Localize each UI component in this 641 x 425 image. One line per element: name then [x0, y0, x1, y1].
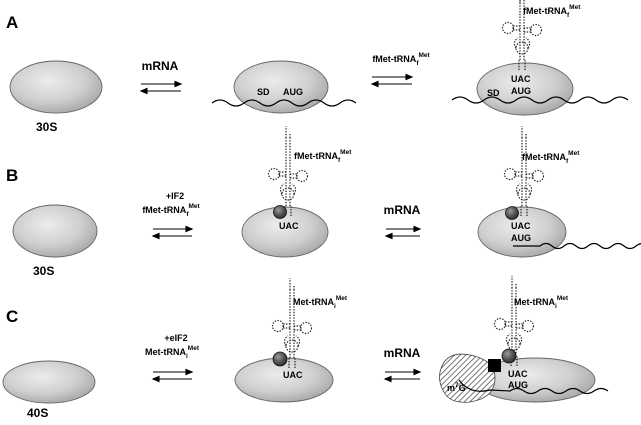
mrna-strand	[458, 379, 609, 395]
cap-label: m7G	[447, 382, 466, 393]
equilibrium-arrows	[151, 368, 194, 383]
step-label-trna: Met-tRNAiMet	[145, 345, 200, 360]
equilibrium-arrows	[370, 73, 414, 88]
start-codon-label: AUG	[283, 87, 303, 97]
panel-b: B 30S +IF2 fMet-tRNAfMet fMet-tRNAfMet U…	[6, 125, 641, 278]
trna-name-label: fMet-tRNAfMet	[523, 4, 581, 19]
shine-dalgarno-label: SD	[487, 88, 500, 98]
mrna-strand	[211, 99, 357, 107]
shine-dalgarno-label: SD	[257, 87, 270, 97]
anticodon-label: UAC	[279, 221, 299, 231]
trna-name-label: Met-tRNAiMet	[293, 295, 348, 310]
panel-a: A 30S mRNA SD AUG fMet-tRNAfMet fMet-tRN…	[6, 0, 629, 134]
small-subunit-30s	[9, 60, 103, 114]
step-label-mrna: mRNA	[142, 59, 179, 73]
initiator-trna	[267, 125, 309, 217]
panel-c-letter: C	[6, 307, 18, 326]
small-subunit-30s	[477, 206, 567, 258]
cap-binding-complex	[439, 353, 496, 403]
trna-name-label: fMet-tRNAfMet	[522, 150, 580, 165]
start-codon-label: AUG	[508, 380, 528, 390]
eif2-factor	[272, 351, 288, 367]
if2-factor	[505, 206, 519, 220]
anticodon-label: UAC	[283, 370, 303, 380]
equilibrium-arrows	[384, 225, 422, 240]
panel-a-letter: A	[6, 13, 18, 32]
step-label-trna: fMet-tRNAfMet	[372, 52, 430, 67]
subunit-label-30s: 30S	[33, 264, 54, 278]
anticodon-label: UAC	[511, 74, 531, 84]
equilibrium-arrows	[383, 368, 422, 383]
initiator-trna	[503, 125, 545, 217]
trna-name-label: fMet-tRNAfMet	[294, 149, 352, 164]
small-subunit-30s	[233, 60, 329, 114]
mrna-strand	[451, 96, 629, 104]
step-label-mrna: mRNA	[384, 203, 421, 217]
anticodon-label: UAC	[508, 369, 528, 379]
panel-c: C 40S +eIF2 Met-tRNAiMet Met-tRNAiMet UA…	[2, 275, 609, 420]
initiation-factor-square	[488, 359, 501, 372]
subunit-label-30s: 30S	[36, 120, 57, 134]
start-codon-label: AUG	[511, 86, 531, 96]
small-subunit-40s	[2, 360, 96, 404]
trna-name-label: Met-tRNAiMet	[514, 295, 569, 310]
subunit-label-40s: 40S	[27, 406, 48, 420]
small-subunit-30s	[12, 204, 98, 258]
step-label-mrna: mRNA	[384, 346, 421, 360]
step-label-trna: fMet-tRNAfMet	[142, 203, 200, 218]
panel-b-letter: B	[6, 166, 18, 185]
start-codon-label: AUG	[511, 233, 531, 243]
mrna-strand	[513, 242, 641, 250]
if2-factor	[273, 205, 287, 219]
step-label-factor: +IF2	[166, 191, 184, 201]
equilibrium-arrows	[151, 225, 194, 240]
step-label-factor: +eIF2	[164, 333, 187, 343]
eif2-factor	[501, 348, 517, 364]
equilibrium-arrows	[139, 80, 183, 95]
anticodon-label: UAC	[511, 221, 531, 231]
